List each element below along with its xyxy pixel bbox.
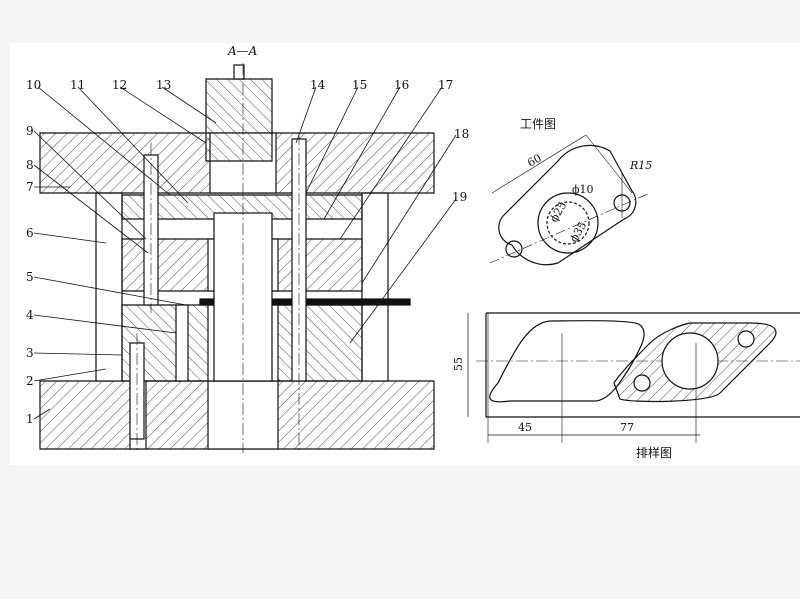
workpiece-bore-inner bbox=[546, 201, 590, 245]
workpiece-outline bbox=[498, 144, 637, 266]
dim-small-hole: ϕ10 bbox=[572, 183, 594, 196]
part-label-3: 3 bbox=[26, 346, 34, 360]
part-label-8: 8 bbox=[26, 158, 34, 172]
dim-corner-radius: R15 bbox=[629, 159, 652, 172]
workpiece-small-hole-left bbox=[505, 240, 523, 258]
workpiece-drawing: 工件图 60 R15 ϕ10 ϕ25 ϕ35 bbox=[489, 117, 652, 266]
part-label-6: 6 bbox=[26, 226, 34, 240]
next-blank-bore bbox=[661, 332, 719, 390]
part-label-11: 11 bbox=[70, 78, 85, 92]
layout-title: 排样图 bbox=[636, 445, 672, 460]
part-label-2: 2 bbox=[26, 374, 34, 388]
part-label-14: 14 bbox=[310, 78, 326, 92]
part-label-10: 10 bbox=[26, 78, 41, 92]
die-assembly-drawing: 10 11 12 13 14 15 16 17 18 19 9 8 7 6 5 … bbox=[26, 44, 800, 460]
strip-layout-drawing: 55 45 77 排样图 bbox=[452, 312, 800, 460]
dim-bore-inner: ϕ25 bbox=[547, 199, 569, 224]
part-label-7: 7 bbox=[26, 180, 34, 194]
part-label-16: 16 bbox=[394, 78, 409, 92]
workpiece-bore-outer bbox=[537, 192, 599, 254]
pin-lower bbox=[175, 304, 189, 382]
part-labels: 10 11 12 13 14 15 16 17 18 19 9 8 7 6 5 … bbox=[26, 78, 469, 426]
blanked-opening bbox=[489, 320, 645, 403]
part-label-17: 17 bbox=[438, 78, 453, 92]
workpiece-title: 工件图 bbox=[520, 117, 556, 131]
dim-center-distance: 60 bbox=[525, 152, 543, 170]
die-assembly-section bbox=[39, 63, 435, 453]
shank-pin bbox=[233, 64, 245, 80]
die-shank bbox=[205, 78, 273, 162]
dim-pitch: 77 bbox=[620, 421, 634, 434]
part-label-18: 18 bbox=[454, 127, 469, 141]
part-label-9: 9 bbox=[26, 124, 34, 138]
part-label-13: 13 bbox=[156, 78, 171, 92]
section-title: A—A bbox=[227, 44, 258, 58]
part-label-5: 5 bbox=[26, 270, 34, 284]
next-blank-small-hole-right bbox=[737, 330, 755, 348]
part-label-15: 15 bbox=[352, 78, 367, 92]
guide-post-left bbox=[95, 192, 123, 382]
leader-lines bbox=[33, 86, 457, 420]
dim-edge-margin: 45 bbox=[518, 421, 532, 434]
part-label-19: 19 bbox=[452, 190, 467, 204]
next-blank-small-hole-left bbox=[633, 374, 651, 392]
guide-post-right bbox=[361, 192, 389, 382]
part-label-1: 1 bbox=[26, 412, 34, 426]
drawing-sheet: 10 11 12 13 14 15 16 17 18 19 9 8 7 6 5 … bbox=[10, 43, 800, 465]
part-label-4: 4 bbox=[26, 308, 34, 322]
part-label-12: 12 bbox=[112, 78, 127, 92]
dim-bore-outer: ϕ35 bbox=[567, 219, 589, 244]
dim-strip-width: 55 bbox=[452, 357, 465, 371]
